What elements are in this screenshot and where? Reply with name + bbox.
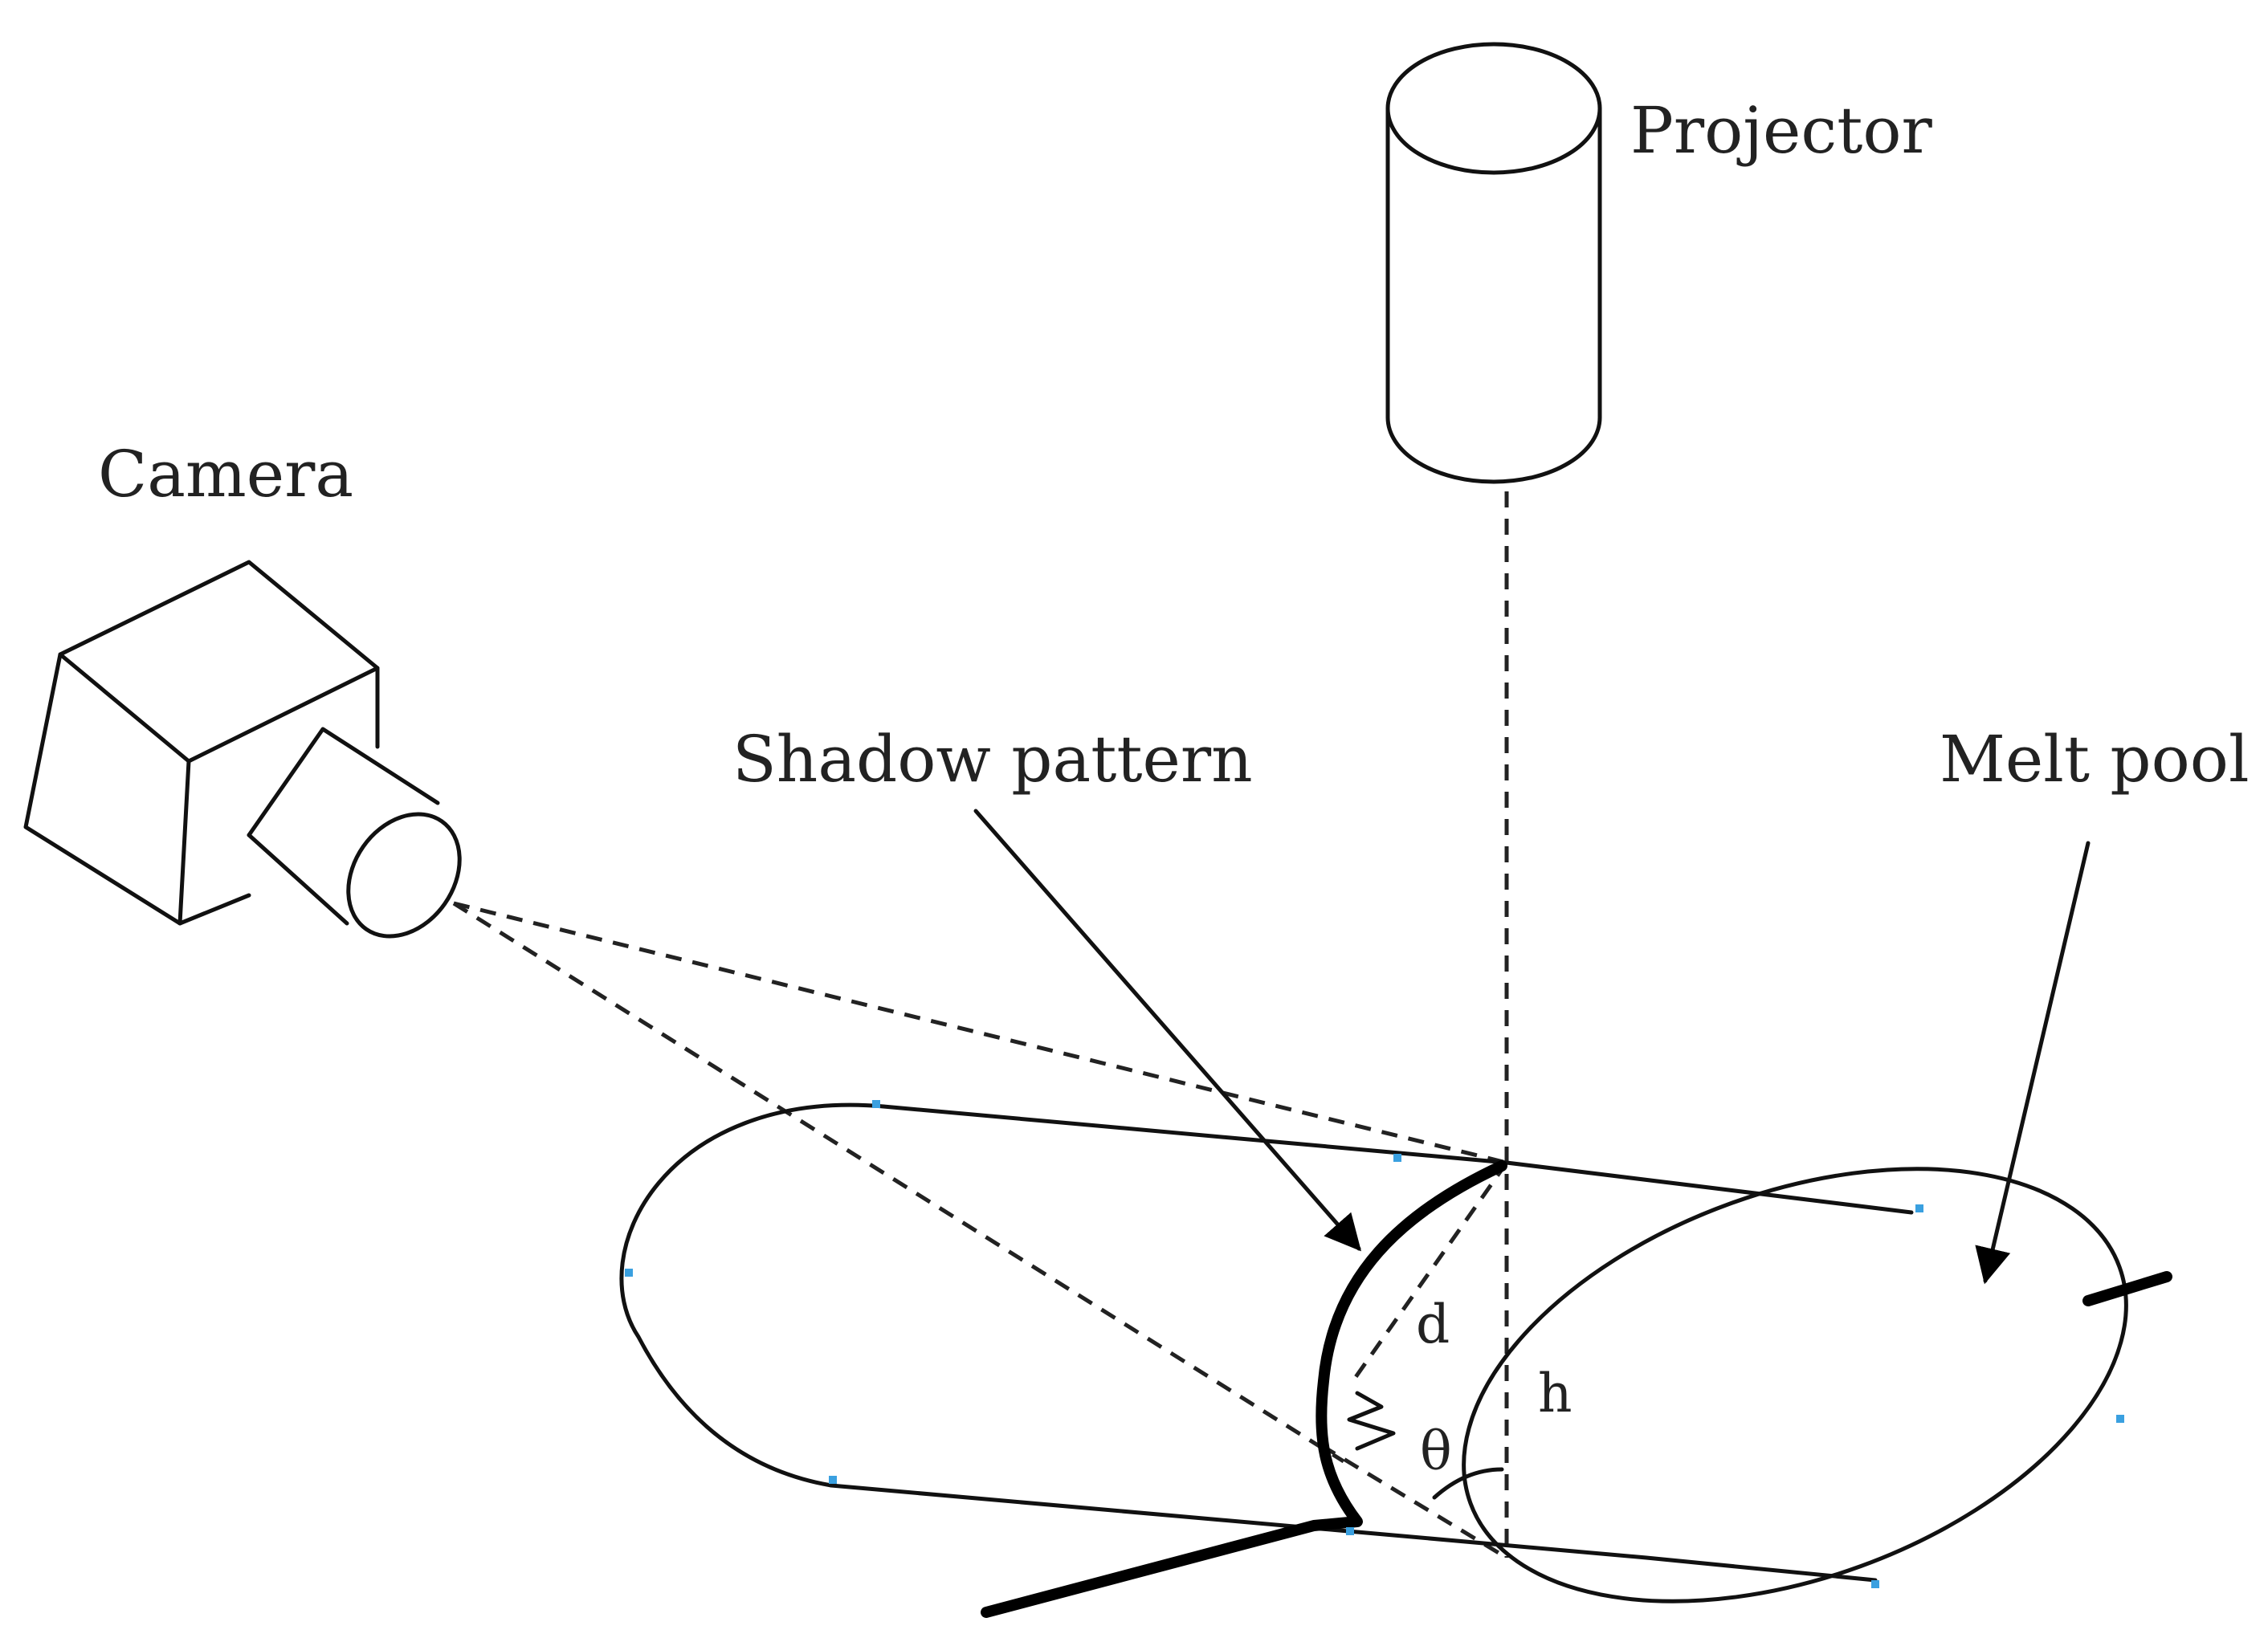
- projector: [1385, 42, 1602, 484]
- d-label: d: [1416, 1294, 1450, 1355]
- projector-label: Projector: [1630, 93, 1933, 168]
- zigzag-mark: [1347, 1391, 1396, 1451]
- melt-pool-tick: [2082, 1271, 2172, 1306]
- sight-lines: [452, 491, 1509, 1560]
- shadow-pattern-arrow: [973, 809, 1361, 1252]
- theta-label: θ: [1420, 1420, 1452, 1482]
- melt-pool-arrow: [1975, 841, 2091, 1285]
- melt-pool: [1462, 1167, 2128, 1603]
- shadow-pattern-label: Shadow pattern: [732, 722, 1253, 797]
- theta-arc: [1432, 1467, 1504, 1500]
- camera-label: Camera: [98, 437, 353, 511]
- shadow-pattern-curve: [981, 1160, 1507, 1618]
- melt-pool-label: Melt pool: [1940, 722, 2250, 797]
- h-label: h: [1538, 1363, 1573, 1424]
- camera: [23, 560, 462, 939]
- vertex-markers: [625, 1100, 2124, 1588]
- melt-track: [619, 1102, 1914, 1583]
